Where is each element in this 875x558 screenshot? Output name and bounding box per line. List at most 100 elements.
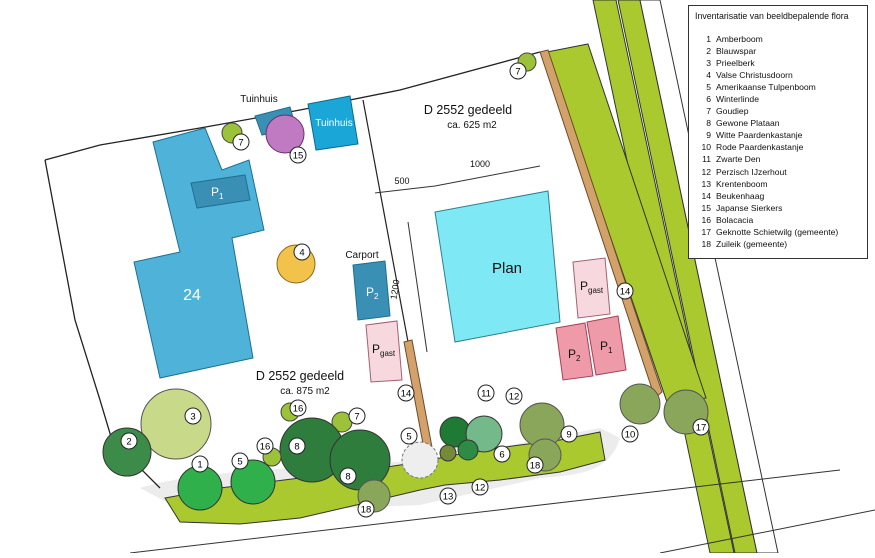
house-number: 24 [183,287,201,304]
legend-item-name: Zuileik (gemeente) [716,238,788,249]
parking-p2-east [555,322,594,381]
legend-item-name: Japanse Sierkers [716,202,783,213]
tree-marker-7: 7 [238,138,243,149]
tree-marker-18: 18 [530,461,541,472]
carport-p2 [352,260,391,321]
legend-item-number: 3 [706,58,711,69]
tree-marker-12: 12 [475,483,486,494]
tree-marker-14: 14 [401,389,412,400]
tree-marker-10: 10 [625,430,636,441]
legend-item-number: 2 [706,46,711,57]
tree-marker-7: 7 [354,412,359,423]
p2-east-label: P2 [568,347,581,363]
legend-item-name: Beukenhaag [716,190,765,201]
lot-west-title: D 2552 gedeeld [256,369,344,383]
legend-item: 11 Zwarte Den [695,153,861,165]
tree-marker-17: 17 [696,423,707,434]
p1-label: P1 [211,185,224,201]
tree-canopy-5 [230,459,276,505]
tree-marker-13: 13 [443,492,454,503]
legend-item: 7 Goudiep [695,105,861,117]
property-boundary [44,51,541,161]
legend-list: 1 Amberboom 2 Blauwspar 3 Prieelberk 4 Valse Ch… [695,33,861,250]
tree-canopy-12 [457,439,479,461]
legend-item-name: Winterlinde [716,94,759,105]
tree-canopy-2 [102,427,152,477]
tuinhuis-box-label: Tuinhuis [315,118,352,129]
tree-marker-8: 8 [294,442,299,453]
legend-item-name: Blauwspar [716,46,757,57]
legend-item-name: Witte Paardenkastanje [716,130,803,141]
tree-canopy-3 [140,388,212,460]
legend-item-name: Prieelberk [716,58,755,69]
legend-item: 3 Prieelberk [695,57,861,69]
legend-item-name: Zwarte Den [716,154,761,165]
legend-item: 5 Amerikaanse Tulpenboom [695,81,861,93]
legend-item-number: 11 [702,154,711,165]
dimension-line-500 [374,185,436,194]
legend-item-name: Krentenboom [716,178,768,189]
parking-pgast-west [365,320,403,383]
tuinhuis-label: Tuinhuis [240,94,277,105]
legend-item-number: 8 [706,118,711,129]
p1-east-label: P1 [600,339,613,355]
legend-item-number: 18 [701,238,711,249]
lot-east-title: D 2552 gedeeld [424,103,512,117]
tree-canopies [102,52,709,513]
tree-canopy-8 [329,429,391,491]
p2-label: P2 [366,285,379,301]
tree-marker-4: 4 [299,248,304,259]
legend-item: 14 Beukenhaag [695,190,861,202]
legend-item-number: 1 [706,34,711,44]
legend-item: 4 Valse Christusdoorn [695,69,861,81]
parking-p1-east [586,315,627,376]
tree-canopy-10 [619,383,661,425]
tree-marker-7: 7 [515,67,520,78]
legend-item-number: 5 [706,82,711,93]
lot-west-area: ca. 875 m2 [280,386,330,397]
tree-canopy-1 [177,465,223,511]
tuinhuis-building [307,95,359,151]
tree-marker-5: 5 [406,432,411,443]
legend-item-name: Amberboom [716,34,763,44]
plan-label: Plan [492,260,522,277]
legend-item-name: Goudiep [716,106,749,117]
house-24 [133,127,265,379]
tree-marker-12: 12 [509,392,520,403]
legend-item-name: Amerikaanse Tulpenboom [716,82,816,93]
legend-item-number: 13 [701,178,711,189]
legend-item-number: 10 [701,142,711,153]
legend-item-number: 14 [701,190,711,201]
tree-marker-8: 8 [345,472,350,483]
legend-item: 9 Witte Paardenkastanje [695,129,861,141]
legend-item-name: Valse Christusdoorn [716,70,793,81]
flora-legend: Inventarisatie van beeldbepalende flora … [688,5,868,259]
legend-item-number: 9 [706,130,711,141]
dimension-line-1000 [434,165,541,187]
tree-marker-5: 5 [237,457,242,468]
pgast-east-label: Pgast [580,279,604,295]
legend-item: 18 Zuileik (gemeente) [695,238,861,250]
tree-marker-3: 3 [190,412,195,423]
legend-item-number: 7 [706,106,711,117]
dimension-line-1200 [407,221,428,353]
tree-canopy-5-removed [401,441,439,479]
lot-east-area: ca. 625 m2 [447,120,497,131]
tree-marker-15: 15 [293,151,304,162]
parking-pgast-east [572,257,611,319]
legend-item-name: Gewone Plataan [716,118,780,129]
legend-item: 8 Gewone Plataan [695,117,861,129]
legend-item-number: 4 [706,70,711,81]
legend-item-number: 17 [701,226,711,237]
legend-item: 13 Krentenboom [695,178,861,190]
tree-canopy-13 [439,444,457,462]
pgast-west-label: Pgast [372,342,396,358]
tree-marker-16: 16 [293,404,304,415]
carport-label: Carport [345,250,379,261]
